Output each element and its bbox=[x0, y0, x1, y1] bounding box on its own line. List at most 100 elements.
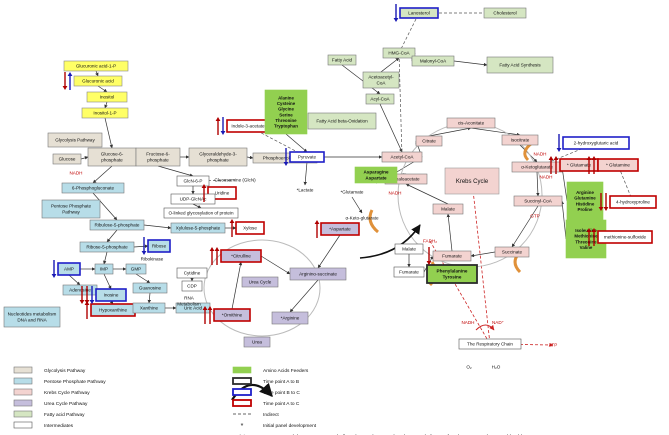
node-nucleotides-box bbox=[3, 306, 61, 328]
node-acetoacetyl-box bbox=[362, 71, 400, 89]
node-xylulose-label: Xylulose-5-phosphate bbox=[176, 226, 221, 231]
node-cytidine-label-line: Cytidine bbox=[184, 271, 201, 276]
node-g3p-label-line: Glyceraldehyde-3- bbox=[199, 152, 237, 157]
node-amp: AMP bbox=[57, 262, 81, 276]
node-ribose-label-line: Ribose bbox=[152, 244, 167, 249]
node-xylose-label-line: Xylose bbox=[243, 226, 257, 231]
node-glcn6p-label: GlcN-6-P bbox=[184, 179, 203, 184]
node-nadh_isoc: NADH bbox=[533, 152, 546, 157]
change-arrow-uridine-0-head bbox=[201, 184, 207, 188]
node-hydroxyglut-label: 2-hydroxyglutaric acid bbox=[574, 141, 619, 146]
node-f6p-label-line: Fructose-6- bbox=[146, 152, 170, 157]
node-aa_succ-label-line: Threonine bbox=[575, 239, 597, 244]
node-succinate-label-line: Succinate bbox=[502, 250, 523, 255]
node-arginine: *Arginine bbox=[271, 311, 309, 325]
node-gtp-label: GTP bbox=[530, 214, 539, 219]
node-arginine-box bbox=[271, 311, 309, 325]
node-hydroxyglut: 2-hydroxyglutaric acid bbox=[562, 136, 630, 150]
node-glucose-label: Glucose bbox=[59, 157, 76, 162]
legend-left-1: Pentose Phosphate Pathway bbox=[13, 377, 106, 385]
node-fa_beta: Fatty Acid beta-Oxidation bbox=[307, 112, 377, 130]
node-arginine-label: *Arginine bbox=[281, 316, 300, 321]
connector-acyl-acetyl bbox=[379, 103, 403, 153]
node-g3p-box bbox=[188, 147, 248, 167]
node-cdp: CDP bbox=[181, 280, 203, 292]
node-aa_akg-label-line: Histidine bbox=[576, 201, 595, 206]
node-udp-box bbox=[170, 193, 216, 205]
change-arrow-glucuronic-1 bbox=[67, 72, 73, 90]
node-xylulose: Xylulose-5-phosphate bbox=[170, 222, 226, 234]
node-fatty_acid: Fatty Acid bbox=[327, 54, 357, 66]
connector-malate-oxaloacetate bbox=[405, 183, 449, 205]
node-indole-label: Indole-3-acetate bbox=[231, 124, 265, 129]
node-fumarate_k-label: Fumarate bbox=[442, 254, 462, 259]
node-glucuronic-label: Glucuronic acid bbox=[82, 79, 114, 84]
node-glucuronic-label-line: Glucuronic acid bbox=[82, 79, 114, 84]
node-glutamate: * Glutamate bbox=[559, 158, 599, 172]
node-akg2-label-line: α-Keto-glutarate bbox=[345, 216, 378, 221]
node-inositol: Inositol bbox=[86, 91, 128, 103]
node-olinked: O-linked glycosylation of protein bbox=[163, 207, 239, 219]
node-hydroxyproline-label: 4-hydroxyproline bbox=[616, 200, 650, 205]
node-lanosterol: Lanosterol bbox=[399, 7, 439, 19]
node-imp-box bbox=[94, 263, 114, 275]
urea-cycle-ring bbox=[203, 239, 321, 337]
change-arrow-glutamate-0 bbox=[548, 156, 554, 174]
node-glyco_path: Glycolysis Pathway bbox=[47, 132, 103, 148]
node-malate2-label: Malate bbox=[402, 247, 416, 252]
node-rna-label-line: RNA bbox=[184, 296, 195, 301]
node-inositol-box bbox=[86, 91, 128, 103]
connector-glutamate2-akg2 bbox=[351, 196, 363, 214]
node-nad_resp: NAD⁺ bbox=[492, 320, 505, 325]
node-nadh_akg: NADH bbox=[539, 175, 552, 180]
node-pgluc-label-line: 6-Phosphogluconate bbox=[72, 186, 115, 191]
node-urea-box bbox=[243, 336, 271, 348]
change-arrow-inosine-0-head bbox=[79, 300, 85, 304]
connector-ornithine-citrulline bbox=[231, 261, 243, 310]
node-ornithine: *Ornithine bbox=[213, 308, 251, 322]
node-cholesterol: Cholesterol bbox=[483, 7, 527, 19]
node-cis_aconitate-label-line: cis-Aconitate bbox=[458, 121, 485, 126]
node-indole-label-line: Indole-3-acetate bbox=[231, 124, 265, 129]
node-uridine-label-line: Uridine bbox=[215, 191, 230, 196]
node-gmp-box bbox=[125, 263, 147, 275]
change-arrow-glucuronic-0-head bbox=[62, 86, 68, 90]
change-arrow-glutamine-1-head bbox=[591, 156, 597, 160]
node-cdp-label-line: CDP bbox=[187, 284, 197, 289]
node-krebs_cycle-label: Krebs Cycle bbox=[456, 179, 489, 185]
node-adenosine-label: Adenosine bbox=[69, 288, 91, 293]
node-akg: α-Ketoglutarate bbox=[511, 161, 563, 173]
node-citrulline-label: *Citrulline bbox=[231, 254, 251, 259]
node-aa_pyr-label-line: Threonine bbox=[275, 118, 297, 123]
node-gmp: GMP bbox=[125, 263, 147, 275]
legend-left-5-label: Intermediates bbox=[44, 423, 74, 429]
change-arrow-hydroxyproline-0 bbox=[598, 193, 604, 211]
node-gmp-label-line: GMP bbox=[131, 267, 141, 272]
change-arrow-ornithine-0 bbox=[202, 306, 208, 324]
legend-right-5: *Initial panel development bbox=[241, 423, 317, 430]
node-fa_beta-box bbox=[307, 112, 377, 130]
legend-left-5-swatch bbox=[13, 421, 33, 429]
change-arrow-inosine-0 bbox=[79, 286, 85, 304]
node-succinyl-label: Succinyl-CoA bbox=[524, 199, 553, 204]
node-nadh_resp-label: NADH bbox=[461, 320, 474, 325]
node-argsucc-label: Arginino-succinate bbox=[299, 272, 337, 277]
node-glcn6p-label-line: GlcN-6-P bbox=[184, 179, 203, 184]
node-h2o-label-line: H₂O bbox=[492, 365, 501, 370]
node-resp-label-line: The Respiratory Chain bbox=[467, 342, 513, 347]
node-guanosine-label-line: Guanosine bbox=[139, 286, 162, 291]
node-nad_resp-label: NAD⁺ bbox=[492, 320, 505, 325]
node-fumarate2-box bbox=[393, 266, 425, 278]
resp-curve bbox=[475, 324, 495, 331]
node-methionine-label-line: methionine-sulfoxide bbox=[604, 235, 647, 240]
node-ribulose-label-line: Ribulose-5-phosphate bbox=[95, 223, 140, 228]
connector-ribulose-xylulose bbox=[143, 224, 172, 230]
change-arrow-glutamine-1 bbox=[591, 156, 597, 174]
node-fa_synth-box bbox=[486, 56, 554, 74]
node-citrulline-box bbox=[220, 249, 262, 263]
node-acetyl: Acetyl-CoA bbox=[381, 151, 423, 163]
node-pyruvate-label: Pyruvate bbox=[298, 155, 317, 160]
